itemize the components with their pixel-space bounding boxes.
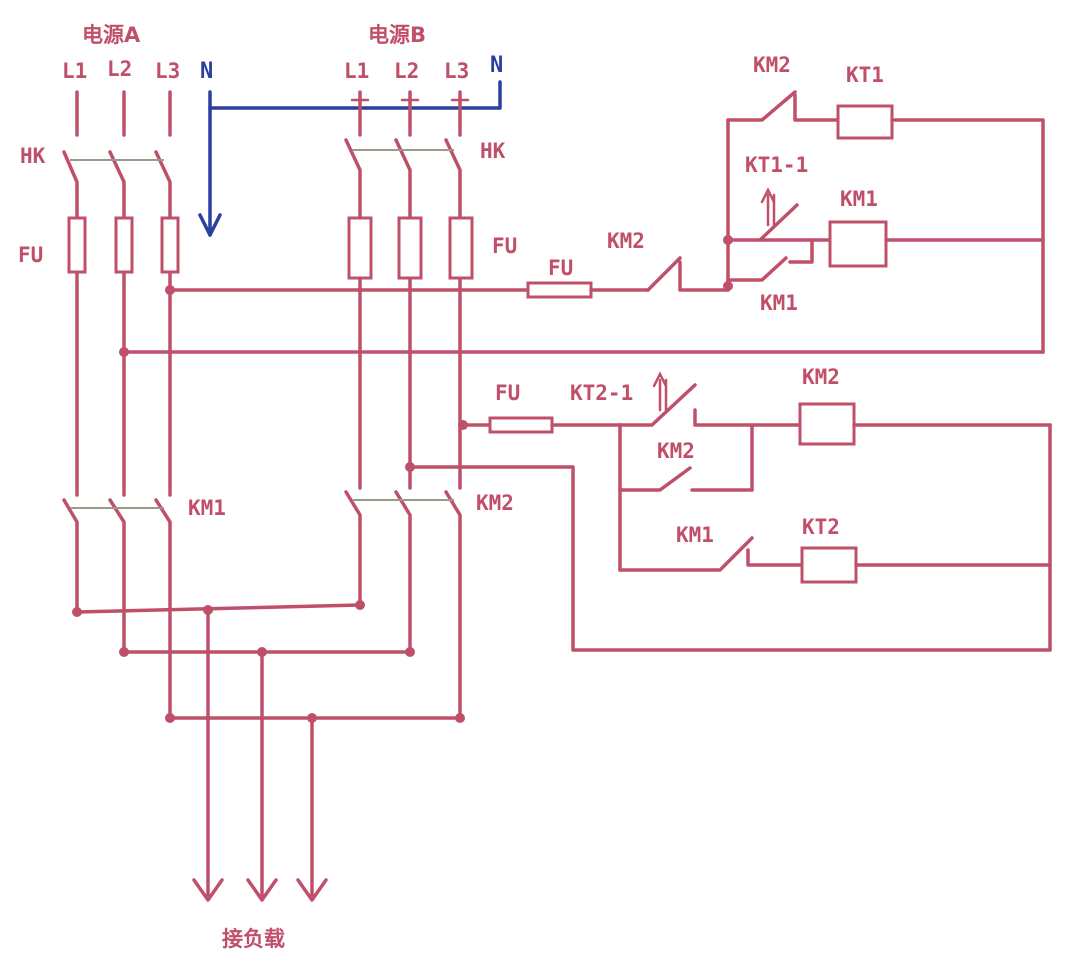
fuse-b-l1 — [347, 216, 373, 280]
label-hk-a: HK — [20, 144, 46, 168]
fuse-b-l2 — [397, 216, 423, 280]
fuse-a-l3 — [160, 216, 180, 274]
source-a-circuit — [62, 90, 180, 720]
label-fu-ctrl1: FU — [548, 256, 573, 280]
label-load: 接负载 — [222, 927, 285, 951]
label-b-l2: L2 — [394, 59, 419, 83]
coil-kt2 — [800, 546, 858, 584]
label-b-l1: L1 — [344, 59, 369, 83]
label-fu-b: FU — [492, 234, 517, 258]
label-fu-a: FU — [18, 243, 43, 267]
control-circuit-2 — [405, 371, 1052, 652]
source-b-circuit — [344, 90, 474, 720]
label-km2-aux: KM2 — [657, 439, 695, 463]
label-a-l1: L1 — [62, 59, 87, 83]
label-km2-main: KM2 — [476, 491, 514, 515]
fuse-ctrl-1 — [526, 281, 593, 299]
label-km2-top: KM2 — [753, 53, 791, 77]
label-b-n: N — [490, 53, 503, 78]
fuse-a-l1 — [67, 216, 87, 274]
label-kt2-1: KT2-1 — [570, 381, 633, 405]
label-source-a: 电源A — [82, 23, 141, 47]
label-a-n: N — [200, 59, 213, 84]
label-a-l2: L2 — [107, 57, 132, 81]
label-hk-b: HK — [480, 139, 506, 163]
labels: 电源A 电源B L1 L2 L3 N L1 L2 L3 N HK HK FU F… — [18, 23, 884, 951]
label-km2-coil: KM2 — [802, 365, 840, 389]
coil-km1 — [828, 220, 888, 268]
control-circuit-1 — [119, 90, 1045, 357]
label-kt1: KT1 — [846, 63, 884, 87]
label-km1-ctrl2: KM1 — [676, 523, 714, 547]
fuse-a-l2 — [114, 216, 134, 274]
coil-km2 — [798, 402, 856, 446]
label-kt1-1: KT1-1 — [745, 153, 808, 177]
label-fu-ctrl2: FU — [495, 381, 520, 405]
label-km1-aux1: KM1 — [760, 291, 798, 315]
fuse-ctrl-2 — [488, 416, 554, 434]
label-km1-coil: KM1 — [840, 187, 878, 211]
label-a-l3: L3 — [155, 59, 180, 83]
label-source-b: 电源B — [368, 23, 426, 47]
fuse-b-l3 — [448, 216, 474, 280]
label-km1-main: KM1 — [188, 496, 226, 520]
label-b-l3: L3 — [444, 59, 469, 83]
label-kt2: KT2 — [802, 515, 840, 539]
coil-kt1 — [836, 104, 894, 140]
load-bus — [72, 600, 465, 902]
label-km2-ctrl1: KM2 — [607, 229, 645, 253]
neutral-line — [198, 80, 502, 237]
